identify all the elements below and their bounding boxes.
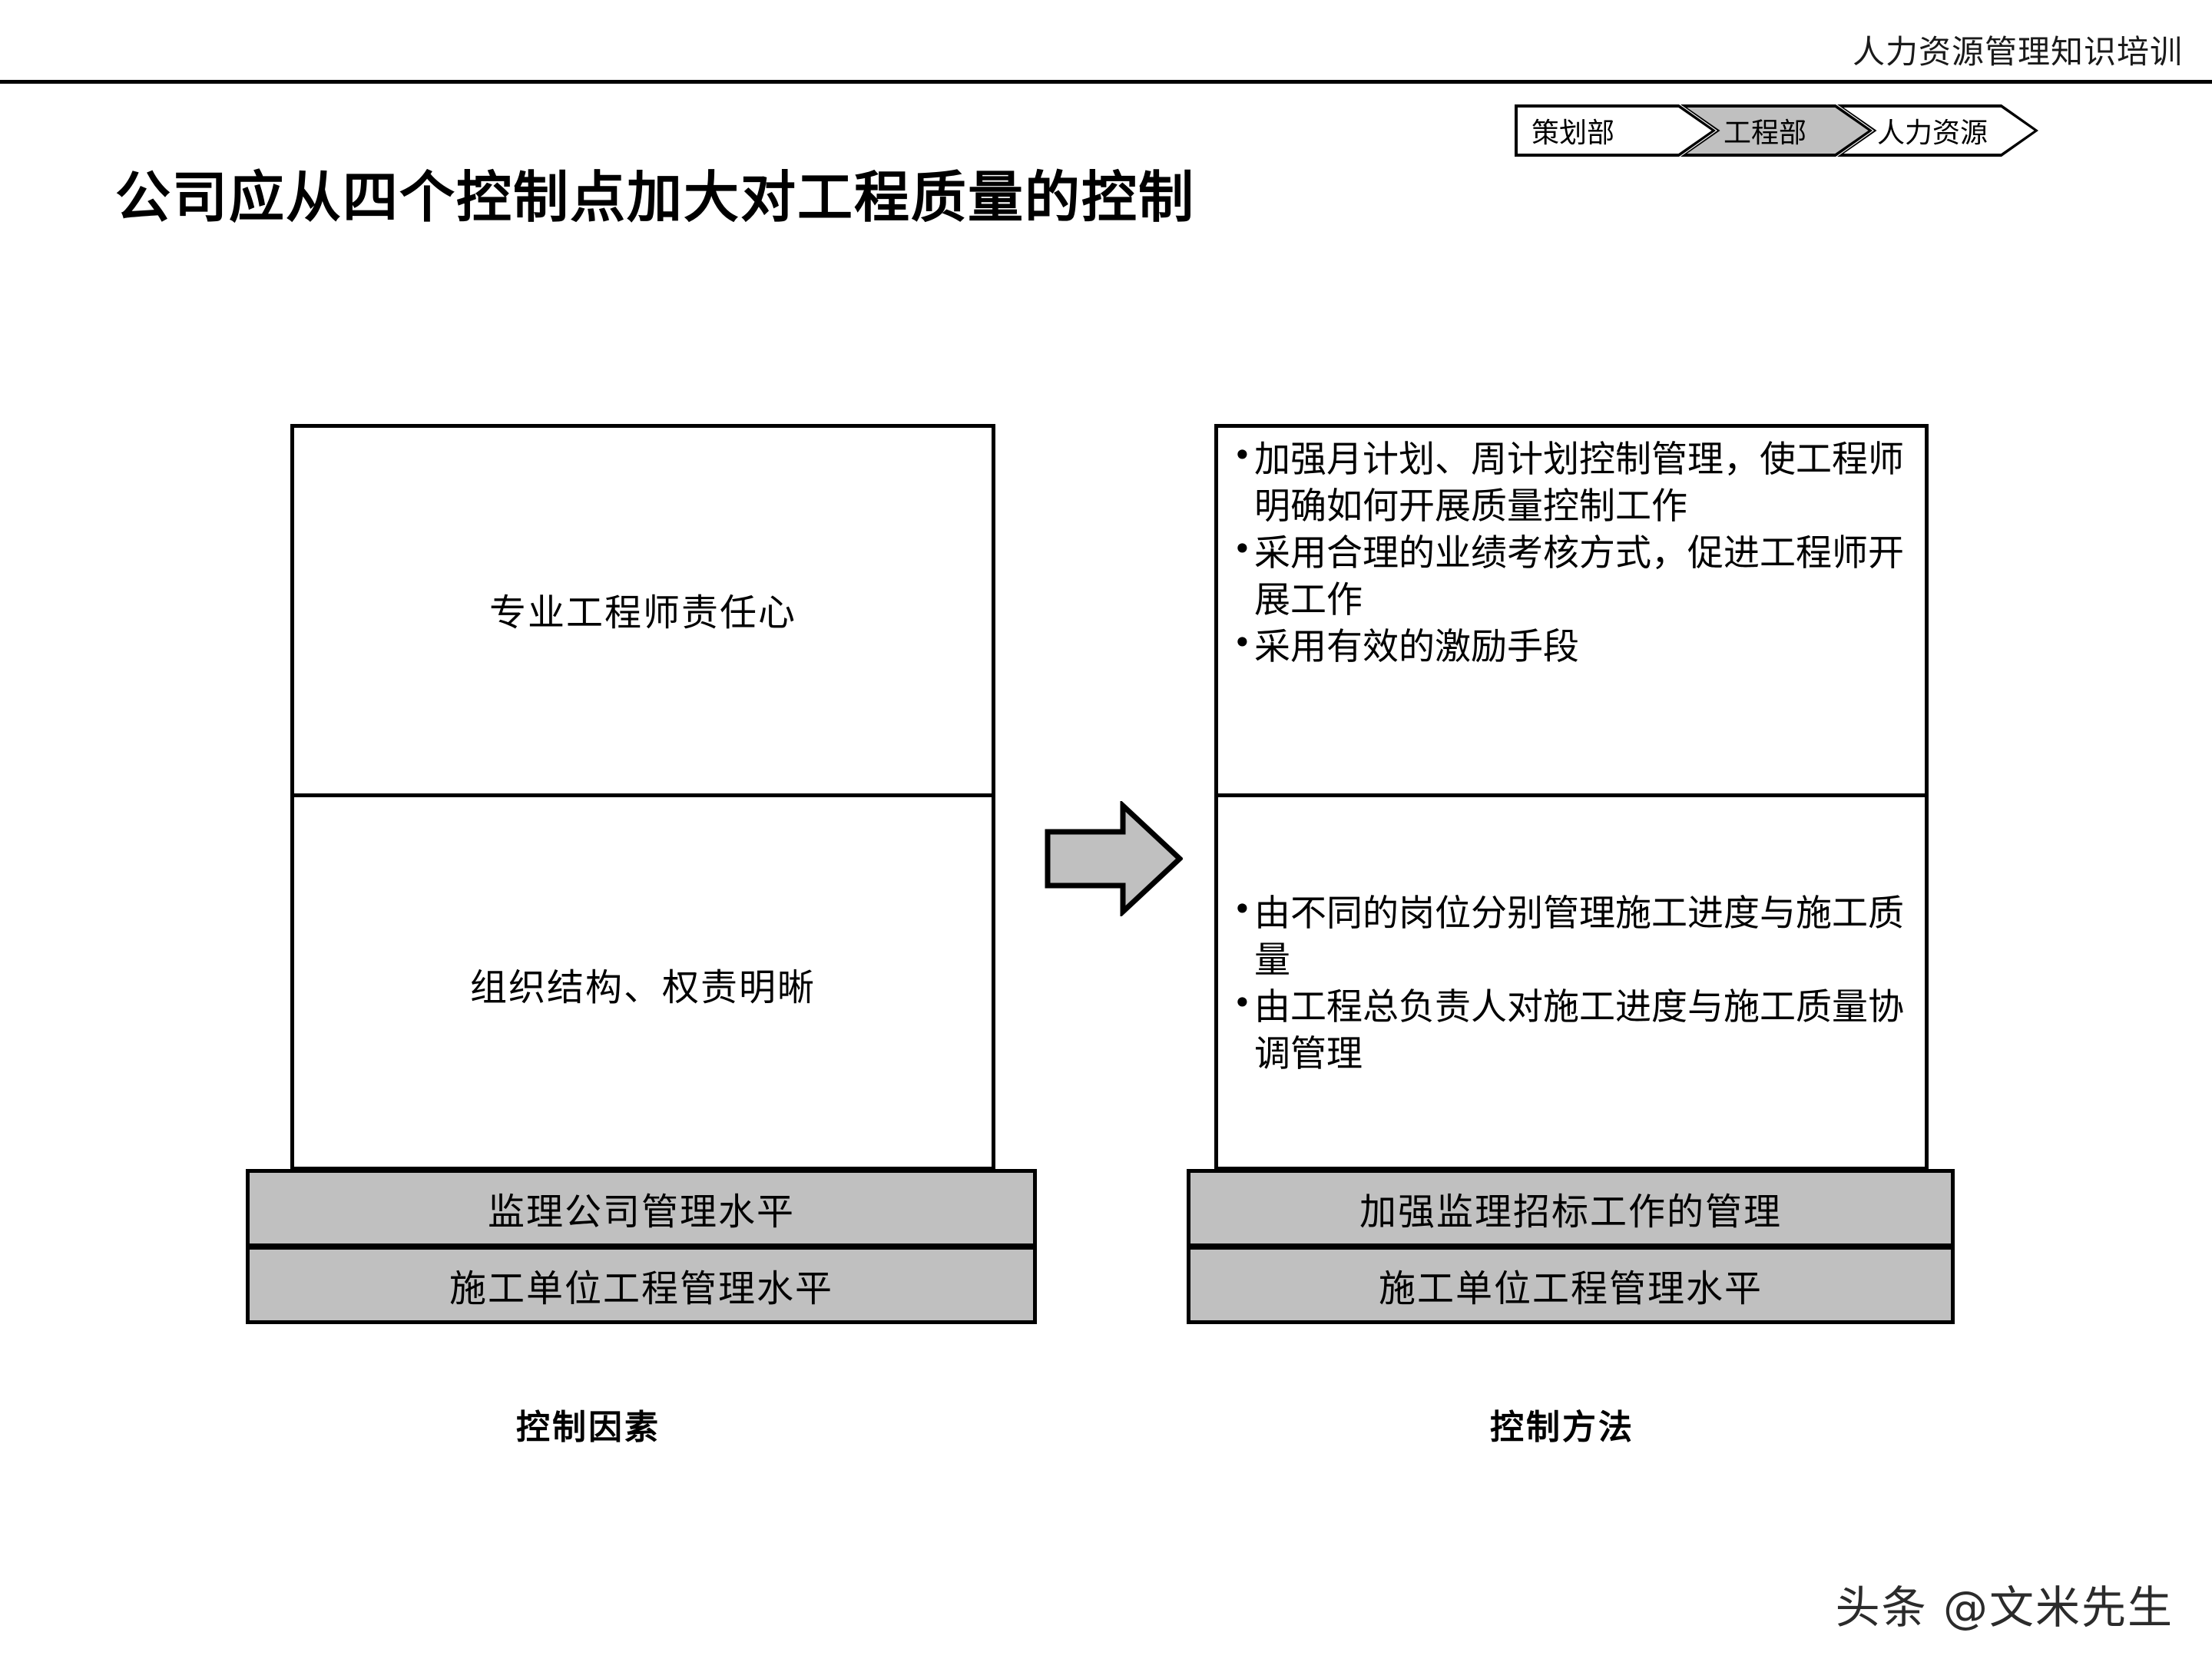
control-factor-gray-bar-1: 监理公司管理水平 xyxy=(246,1169,1037,1247)
control-method-gray-bar-2-label: 施工单位工程管理水平 xyxy=(1378,1267,1763,1310)
control-method-cell-1-bullets: 加强月计划、周计划控制管理，使工程师明确如何开展质量控制工作 采用合理的业绩考核… xyxy=(1231,435,1913,671)
control-method-cell-2: 由不同的岗位分别管理施工进度与施工质量 由工程总负责人对施工进度与施工质量协调管… xyxy=(1214,797,1929,1171)
list-item: 由不同的岗位分别管理施工进度与施工质量 xyxy=(1231,889,1913,984)
breadcrumb-item-planning[interactable]: 策划部 xyxy=(1515,104,1716,157)
control-method-gray-bar-1-label: 加强监理招标工作的管理 xyxy=(1359,1190,1782,1233)
breadcrumb-item-label: 工程部 xyxy=(1724,118,1807,149)
control-factor-gray-bar-1-label: 监理公司管理水平 xyxy=(487,1190,795,1233)
list-item: 采用合理的业绩考核方式，促进工程师开展工作 xyxy=(1231,528,1913,624)
watermark: 头条 @文米先生 xyxy=(1835,1581,2174,1634)
control-method-cell-1: 加强月计划、周计划控制管理，使工程师明确如何开展质量控制工作 采用合理的业绩考核… xyxy=(1214,424,1929,793)
control-factors-caption: 控制因素 xyxy=(516,1408,661,1447)
control-factor-gray-bar-2: 施工单位工程管理水平 xyxy=(246,1246,1037,1324)
list-item: 加强月计划、周计划控制管理，使工程师明确如何开展质量控制工作 xyxy=(1231,435,1913,530)
list-item: 由工程总负责人对施工进度与施工质量协调管理 xyxy=(1231,982,1913,1078)
control-factors-box-divider xyxy=(290,793,995,797)
header-divider-rule xyxy=(0,80,2212,84)
control-factor-cell-1: 专业工程师责任心 xyxy=(290,424,995,793)
control-methods-caption: 控制方法 xyxy=(1490,1408,1634,1447)
course-title: 人力资源管理知识培训 xyxy=(1852,33,2183,71)
control-factor-cell-2-label: 组织结构、权责明晰 xyxy=(469,966,816,1009)
control-factor-gray-bar-2-label: 施工单位工程管理水平 xyxy=(449,1267,833,1310)
control-factor-cell-1-label: 专业工程师责任心 xyxy=(488,591,796,634)
control-method-cell-2-bullets: 由不同的岗位分别管理施工进度与施工质量 由工程总负责人对施工进度与施工质量协调管… xyxy=(1231,889,1913,1078)
control-method-gray-bar-1: 加强监理招标工作的管理 xyxy=(1187,1169,1955,1247)
breadcrumb-item-label: 人力资源 xyxy=(1877,118,1988,149)
right-arrow-icon xyxy=(1045,801,1183,916)
control-methods-box-divider xyxy=(1214,793,1929,797)
control-method-gray-bar-2: 施工单位工程管理水平 xyxy=(1187,1246,1955,1324)
control-factors-box xyxy=(290,424,995,1171)
breadcrumb-item-label: 策划部 xyxy=(1532,118,1615,149)
slide-title: 公司应从四个控制点加大对工程质量的控制 xyxy=(115,165,1196,230)
breadcrumb: 策划部 工程部 人力资源 xyxy=(1515,104,2038,157)
control-factor-cell-2: 组织结构、权责明晰 xyxy=(290,797,995,1171)
list-item: 采用有效的激励手段 xyxy=(1231,622,1913,671)
